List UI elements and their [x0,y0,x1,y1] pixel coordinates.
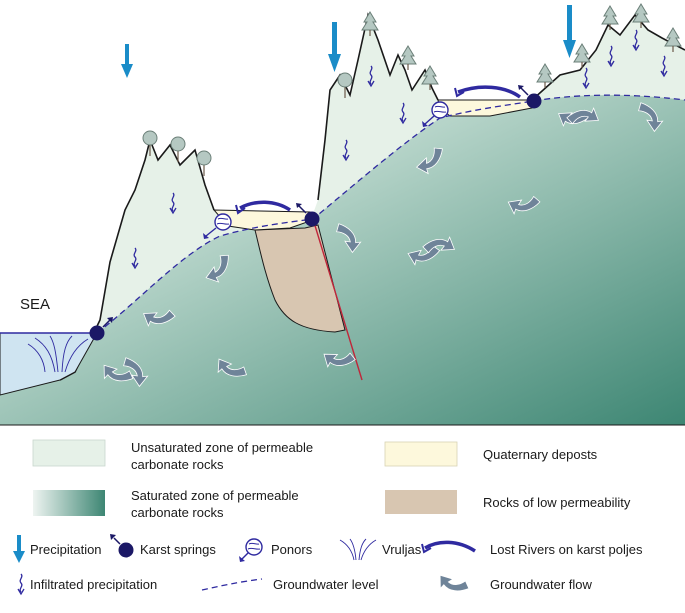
legend-item-infiltrated: Infiltrated precipitation [17,573,157,595]
legend-label-precipitation: Precipitation [30,542,102,557]
legend-label-groundwater-level: Groundwater level [273,577,379,592]
legend-label-groundwater-flow: Groundwater flow [490,577,592,592]
legend-label-ponors: Ponors [271,542,313,557]
legend-label-low-permeability: Rocks of low permeability [483,495,631,510]
legend-label-unsaturated-2: carbonate rocks [131,457,224,472]
legend-label-unsaturated-1: Unsaturated zone of permeable [131,440,313,455]
unsaturated-swatch [32,439,106,467]
karst-spring [89,317,113,341]
legend-label-infiltrated: Infiltrated precipitation [30,577,157,592]
legend-item-ponors: Ponors [239,538,313,562]
legend-item-low-permeability: Rocks of low permeability [385,490,631,514]
fault-line [312,218,363,381]
legend-label-quaternary: Quaternary deposts [483,447,598,462]
saturated-swatch [33,490,105,516]
legend-item-quaternary: Quaternary deposts [384,441,598,467]
legend-item-precipitation: Precipitation [13,535,102,563]
legend-item-karst-springs: Karst springs [110,534,216,558]
legend-item-lost-rivers: Lost Rivers on karst poljes [421,540,643,557]
legend-item-vruljas: Vruljas [339,538,422,561]
legend-label-lost-rivers: Lost Rivers on karst poljes [490,542,643,557]
karst-spring-icon [110,534,134,558]
precipitation-arrow [563,5,576,58]
karst-springs [89,85,542,341]
ponors [203,101,449,239]
vruljas-icon [339,538,377,561]
legend-label-saturated-1: Saturated zone of permeable [131,488,299,503]
karst-spring [518,85,542,109]
legend: Unsaturated zone of permeable carbonate … [0,426,685,613]
precipitation-arrow [121,44,133,78]
legend-item-groundwater-level: Groundwater level [201,577,379,592]
lost-rivers [235,85,522,215]
low-permeability-swatch [385,490,457,514]
legend-label-karst-springs: Karst springs [140,542,216,557]
ponor-icon [239,538,263,562]
precipitation-arrows [121,5,576,78]
vruljas-springs [27,335,89,373]
ponor [422,101,449,127]
legend-item-saturated: Saturated zone of permeable carbonate ro… [33,488,299,520]
groundwater-level-line [96,94,685,334]
legend-label-saturated-2: carbonate rocks [131,505,224,520]
lost-river-icon [421,540,476,554]
precipitation-icon [13,535,25,563]
groundwater-level-icon [201,578,263,591]
ponor [203,213,232,239]
legend-label-vruljas: Vruljas [382,542,422,557]
saturated-zone [0,95,685,426]
legend-item-unsaturated: Unsaturated zone of permeable carbonate … [32,439,313,472]
quaternary-swatch [384,441,458,467]
legend-item-groundwater-flow: Groundwater flow [437,570,592,595]
karst-spring [296,203,320,227]
precipitation-arrow [328,22,341,72]
sea-label: SEA [20,296,50,313]
